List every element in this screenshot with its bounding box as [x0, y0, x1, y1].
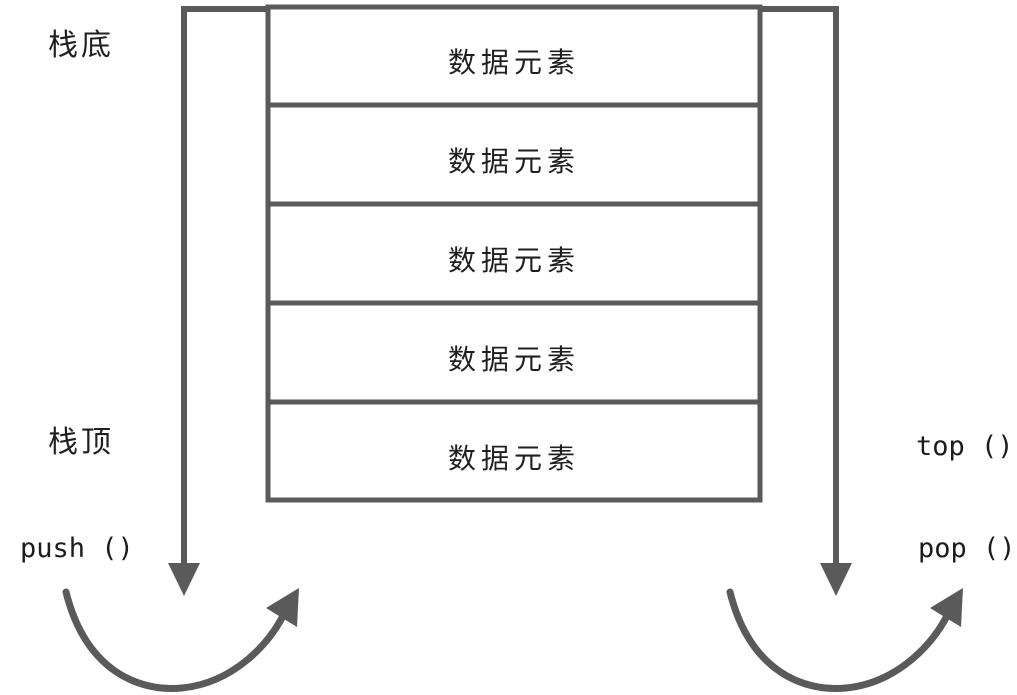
pop-curve-arrow-shaft	[726, 588, 957, 692]
stack-bottom-label: 栈底	[48, 29, 114, 62]
top-method-label: top ()	[916, 431, 1014, 462]
stack-cell-label: 数据元素	[447, 246, 580, 277]
push-method-label: push ()	[20, 533, 134, 564]
stack-cell-label: 数据元素	[447, 345, 580, 376]
push-arrow-head	[168, 563, 200, 596]
stack-cell-label: 数据元素	[447, 444, 580, 475]
stack-top-label: 栈顶	[48, 426, 114, 459]
pop-arrow-head	[820, 563, 852, 596]
push-curve-arrow-shaft	[62, 588, 293, 692]
pop-curve-arrow-head	[930, 588, 963, 627]
stack-cell-label: 数据元素	[447, 147, 580, 178]
stack-cell-label: 数据元素	[447, 48, 580, 79]
pop-method-label: pop ()	[918, 533, 1016, 564]
push-curve-arrow-head	[266, 588, 299, 627]
stack-box-outline	[265, 4, 763, 503]
